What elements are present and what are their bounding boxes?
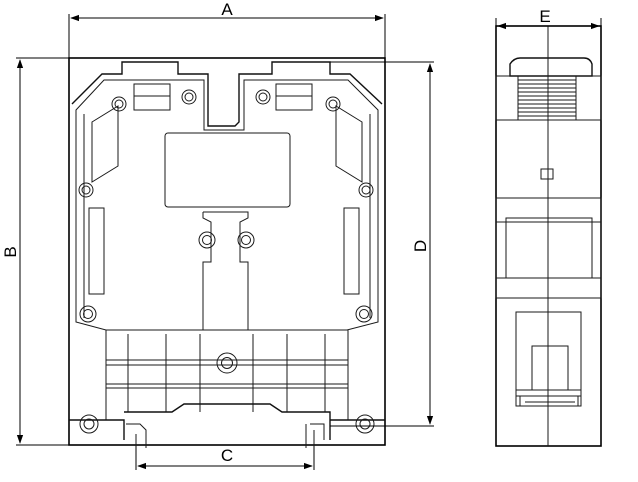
front-outer-frame	[68, 57, 386, 446]
label-plate	[164, 132, 291, 208]
dimension-label-d: D	[411, 240, 430, 252]
right-rail	[369, 110, 379, 322]
bottom-grid	[105, 330, 349, 420]
dimension-d: D	[330, 61, 434, 427]
side-view	[495, 25, 602, 447]
dimension-a: A	[68, 0, 386, 58]
right-channel	[335, 105, 363, 183]
din-foot	[126, 423, 325, 448]
mounting-holes	[78, 89, 375, 434]
side-mid-inner	[505, 217, 593, 279]
dimension-label-a: A	[221, 0, 233, 19]
dimension-label-b: B	[1, 246, 20, 257]
side-lower-inner	[531, 345, 569, 391]
clamp-window-left	[133, 83, 171, 111]
dimension-label-e: E	[539, 7, 550, 26]
left-channel	[91, 105, 119, 183]
side-lower-clamp	[515, 311, 582, 407]
dimension-label-c: C	[221, 446, 233, 465]
front-top-contour	[71, 61, 383, 127]
side-top-cap	[509, 57, 593, 77]
front-inner-contour	[75, 79, 379, 331]
clamp-window-right	[275, 83, 313, 111]
side-mid-housing	[495, 197, 602, 299]
bottom-step-contour	[69, 403, 385, 440]
left-rail	[75, 110, 85, 322]
side-mid-lines	[496, 221, 601, 279]
side-screw-threads	[517, 75, 577, 121]
dimension-c: C	[135, 446, 315, 470]
side-marker	[540, 168, 554, 180]
slot-left	[88, 207, 105, 295]
dimension-b: B	[1, 57, 69, 446]
dimension-e: E	[495, 7, 602, 30]
front-view	[68, 57, 386, 448]
side-lower-detail	[516, 389, 581, 406]
slot-right	[343, 207, 360, 295]
central-spine	[202, 211, 249, 330]
